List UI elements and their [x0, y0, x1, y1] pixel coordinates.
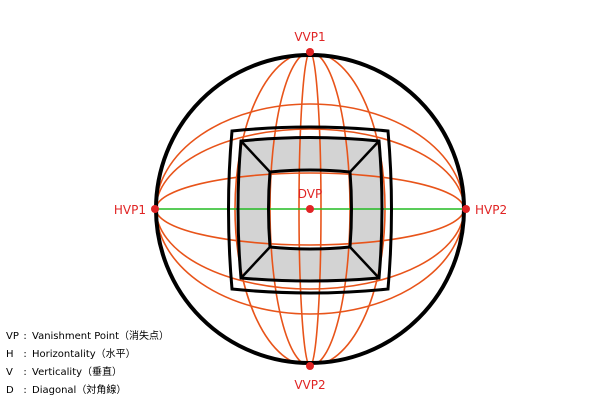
outer-frame [227, 125, 393, 295]
legend-abbr: D [6, 385, 14, 396]
legend-text: Vanishment Point（消失点） [32, 331, 170, 342]
dvp-label: DVP [298, 187, 322, 201]
legend-text: Verticality（垂直） [32, 367, 123, 378]
diagonal-edge [240, 246, 271, 279]
vvp1-point [306, 48, 314, 56]
vvp2-label: VVP2 [294, 378, 325, 392]
legend-abbr: V [6, 367, 13, 378]
legend-separator: : [23, 349, 27, 360]
hvp2-point [462, 205, 470, 213]
legend-text: Horizontality（水平） [32, 349, 136, 360]
hvp1-point [151, 205, 159, 213]
dvp-point [306, 205, 314, 213]
legend-abbr: VP [6, 331, 19, 342]
legend-separator: : [23, 385, 27, 396]
vvp1-label: VVP1 [294, 30, 325, 44]
diagonal-edge [349, 246, 380, 279]
legend-item: D: Diagonal（対角線） [6, 382, 169, 400]
legend: VP: Vanishment Point（消失点） H: Horizontality… [6, 328, 169, 400]
legend-text: Diagonal（対角線） [32, 385, 127, 396]
hvp1-label: HVP1 [114, 203, 146, 217]
legend-item: VP: Vanishment Point（消失点） [6, 328, 169, 346]
legend-abbr: H [6, 349, 14, 360]
vanishing-points [151, 48, 470, 370]
legend-separator: : [23, 367, 27, 378]
hvp2-label: HVP2 [475, 203, 507, 217]
vanishing-point-labels: VVP1 VVP2 HVP1 HVP2 DVP [114, 30, 507, 392]
legend-item: V: Verticality（垂直） [6, 364, 169, 382]
legend-item: H: Horizontality（水平） [6, 346, 169, 364]
diagonal-edge [240, 140, 271, 173]
vvp2-point [306, 362, 314, 370]
diagonal-edge [349, 140, 380, 173]
legend-separator: : [23, 331, 27, 342]
